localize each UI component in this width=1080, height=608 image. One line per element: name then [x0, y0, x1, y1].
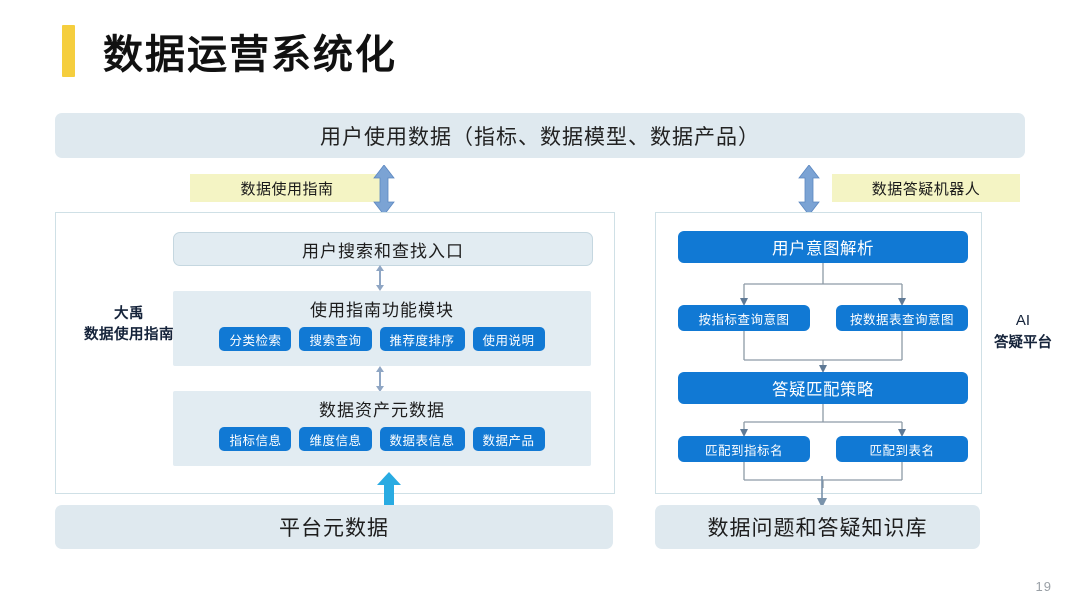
chip-metric-info[interactable]: 指标信息	[219, 427, 292, 451]
side-label-line1: 大禹	[114, 306, 144, 322]
flow-node-intent-parsing[interactable]: 用户意图解析	[678, 231, 968, 263]
top-banner: 用户使用数据（指标、数据模型、数据产品）	[55, 113, 1025, 158]
bottom-box-platform-metadata: 平台元数据	[55, 505, 613, 549]
chip-table-info[interactable]: 数据表信息	[379, 427, 465, 451]
ai-label-line2: 答疑平台	[994, 335, 1052, 351]
down-arrow-icon-right	[815, 476, 829, 508]
page-title: 数据运营系统化	[62, 22, 397, 80]
title-text: 数据运营系统化	[103, 33, 397, 77]
side-label-line2: 数据使用指南	[84, 327, 174, 343]
section-title-function: 使用指南功能模块	[310, 301, 454, 320]
double-arrow-icon-left	[373, 165, 395, 215]
section-title-metadata: 数据资产元数据	[319, 401, 445, 420]
flow-node-matched-metric-name[interactable]: 匹配到指标名	[678, 436, 810, 462]
ai-label-line1: AI	[1015, 312, 1031, 329]
mini-double-arrow-icon-2	[374, 366, 386, 392]
chip-classified-retrieval[interactable]: 分类检索	[219, 327, 292, 351]
user-search-entry-box[interactable]: 用户搜索和查找入口	[173, 232, 593, 266]
chip-dimension-info[interactable]: 维度信息	[299, 427, 372, 451]
ai-platform-label: AI 答疑平台	[988, 310, 1058, 354]
chip-row-metadata: 指标信息 维度信息 数据表信息 数据产品	[219, 427, 545, 451]
tag-data-usage-guide: 数据使用指南	[190, 174, 384, 202]
chip-data-product[interactable]: 数据产品	[472, 427, 545, 451]
top-banner-label: 用户使用数据（指标、数据模型、数据产品）	[320, 125, 760, 149]
page-number: 19	[1035, 579, 1052, 594]
title-accent-bar	[62, 25, 75, 77]
section-asset-metadata: 数据资产元数据 指标信息 维度信息 数据表信息 数据产品	[173, 391, 591, 466]
double-arrow-icon-right	[798, 165, 820, 215]
flow-node-query-by-metric[interactable]: 按指标查询意图	[678, 305, 810, 331]
chip-row-function: 分类检索 搜索查询 推荐度排序 使用说明	[219, 327, 545, 351]
chip-recommendation-ranking[interactable]: 推荐度排序	[379, 327, 465, 351]
chip-usage-instructions[interactable]: 使用说明	[472, 327, 545, 351]
left-panel-side-label: 大禹 数据使用指南	[70, 304, 188, 346]
up-arrow-icon-cyan	[376, 472, 402, 510]
flow-node-matched-table-name[interactable]: 匹配到表名	[836, 436, 968, 462]
flow-node-query-by-table[interactable]: 按数据表查询意图	[836, 305, 968, 331]
chip-search-query[interactable]: 搜索查询	[299, 327, 372, 351]
tag-data-qa-robot: 数据答疑机器人	[832, 174, 1020, 202]
mini-double-arrow-icon-1	[374, 265, 386, 291]
bottom-box-qa-knowledge-base: 数据问题和答疑知识库	[655, 505, 980, 549]
section-function-modules: 使用指南功能模块 分类检索 搜索查询 推荐度排序 使用说明	[173, 291, 591, 366]
flow-node-matching-strategy[interactable]: 答疑匹配策略	[678, 372, 968, 404]
